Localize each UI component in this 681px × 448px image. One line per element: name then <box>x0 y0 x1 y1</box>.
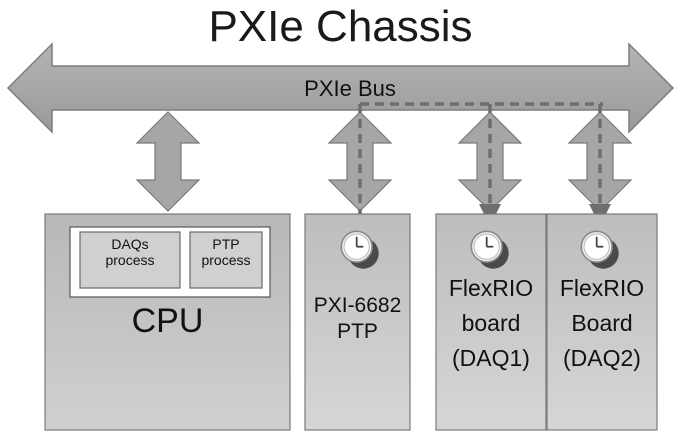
ptp-process-line-2: process <box>201 252 251 269</box>
cpu-label: CPU <box>131 302 204 340</box>
daqs-process-line-1: DAQs <box>111 236 149 252</box>
flexrio-2-label-line-2: Board <box>571 310 633 336</box>
bus-label: PXIe Bus <box>304 76 396 101</box>
daqs-process-line-2: process <box>105 252 155 269</box>
cpu-bus-arrow <box>135 111 201 212</box>
daqs-process-label: DAQs process <box>80 236 180 268</box>
flexrio-2-label-line-3: (DAQ2) <box>563 345 641 371</box>
diagram-title: PXIe Chassis <box>208 2 473 51</box>
daqs-process-box <box>79 231 181 289</box>
sync-lines <box>358 102 603 228</box>
pxie-bus-arrow <box>6 42 675 134</box>
ptp-process-line-1: PTP <box>212 236 240 252</box>
pxi-card-label-line-2: PTP <box>337 320 378 343</box>
ptp-process-label: PTP process <box>190 236 262 268</box>
ptp-process-box <box>189 231 263 289</box>
flexrio-1-label-line-3: (DAQ1) <box>452 345 530 371</box>
flexrio-2-label-line-1: FlexRIO <box>559 275 645 301</box>
flexrio-1-label-line-2: board <box>461 310 521 336</box>
pxi-card-label-line-1: PXI-6682 <box>313 294 402 317</box>
flexrio-1-label-line-1: FlexRIO <box>448 275 534 301</box>
